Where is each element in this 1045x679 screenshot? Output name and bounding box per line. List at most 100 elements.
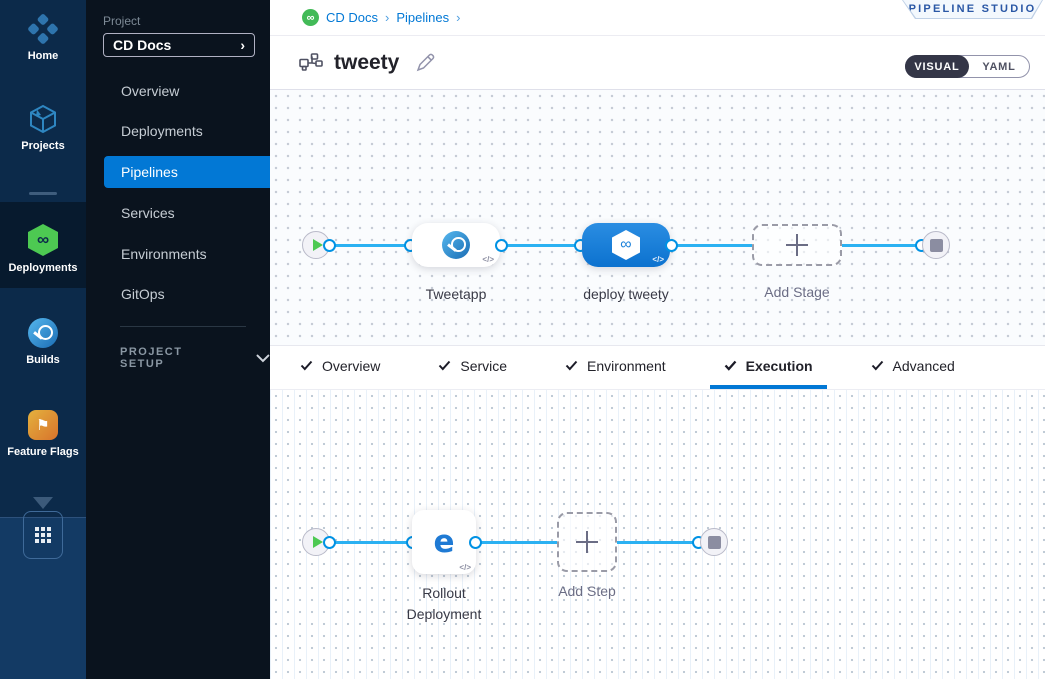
sidebar-item-overview[interactable]: Overview [104, 75, 270, 107]
cd-stage-icon: ∞ [612, 230, 640, 260]
module-picker-button[interactable] [23, 511, 63, 559]
edit-pencil-icon[interactable] [415, 52, 436, 73]
sidebar-item-label: Services [121, 205, 175, 221]
tab-overview[interactable]: Overview [286, 346, 394, 389]
execution-end-node[interactable] [700, 528, 728, 556]
sidebar-item-label: GitOps [121, 286, 165, 302]
connector-port[interactable] [665, 238, 678, 252]
rail-label: Builds [26, 354, 60, 366]
project-setup-toggle[interactable]: PROJECT SETUP [120, 346, 270, 370]
step-label: Rollout Deployment [406, 585, 482, 622]
infinity-glyph: ∞ [36, 230, 50, 249]
chevron-down-icon[interactable] [33, 497, 53, 509]
checkmark-icon [871, 360, 884, 371]
play-icon [312, 239, 323, 251]
connector-port[interactable] [323, 535, 336, 549]
chevron-right-icon: › [240, 37, 245, 53]
add-step-label: Add Step [558, 583, 616, 599]
step-node-rollout-deployment[interactable]: e </> [412, 510, 476, 574]
add-stage-button[interactable] [752, 224, 842, 266]
sidebar-divider [120, 326, 246, 327]
home-icon [28, 14, 58, 44]
breadcrumb-separator: › [385, 10, 390, 25]
pipeline-end-node[interactable] [922, 231, 950, 259]
sidebar-item-environments[interactable]: Environments [104, 238, 270, 270]
connector-port[interactable] [323, 238, 336, 252]
view-mode-toggle: VISUAL YAML [905, 55, 1030, 78]
project-section-label: Project [103, 14, 141, 28]
project-setup-label: PROJECT SETUP [120, 346, 183, 370]
toggle-yaml[interactable]: YAML [982, 60, 1016, 73]
rail-item-deployments[interactable]: ∞ Deployments [0, 202, 86, 288]
project-sidebar: Project CD Docs › Overview Deployments P… [86, 0, 270, 679]
tab-advanced[interactable]: Advanced [857, 346, 969, 389]
checkmark-icon [300, 360, 313, 371]
execution-canvas[interactable]: e </> Rollout Deployment Add Step [270, 390, 1045, 679]
sidebar-item-deployments[interactable]: Deployments [104, 115, 270, 147]
tab-label: Execution [745, 357, 813, 374]
sidebar-item-label: Pipelines [121, 164, 178, 180]
rail-label: Deployments [8, 262, 78, 274]
ci-stage-icon [442, 231, 470, 259]
breadcrumb-link-project[interactable]: CD Docs [326, 10, 379, 25]
builds-icon [28, 318, 58, 348]
sidebar-item-label: Deployments [121, 123, 203, 139]
rail-label: Feature Flags [7, 446, 79, 458]
sidebar-item-gitops[interactable]: GitOps [104, 278, 270, 310]
connector-port[interactable] [495, 238, 508, 252]
main-area: ∞ CD Docs › Pipelines › PIPELINE STUDIO … [270, 0, 1045, 679]
module-grid-icon [35, 527, 51, 543]
rollout-step-icon: e [433, 523, 455, 560]
breadcrumb-separator: › [456, 10, 461, 25]
rail-item-projects[interactable]: Projects [0, 98, 86, 152]
module-rail: Home Projects ∞ Deployments Builds ⚑ [0, 0, 86, 679]
rail-bottom-panel [0, 517, 86, 679]
stage-canvas[interactable]: </> ∞ </> Tweetapp d [270, 90, 1045, 345]
infinity-glyph: ∞ [620, 236, 632, 253]
plus-icon [576, 531, 598, 553]
connector-port[interactable] [469, 535, 482, 549]
tab-execution[interactable]: Execution [709, 346, 827, 389]
rail-divider [29, 192, 57, 195]
tab-environment[interactable]: Environment [551, 346, 680, 389]
sidebar-item-label: Overview [121, 83, 180, 99]
project-selector[interactable]: CD Docs › [103, 33, 255, 57]
stop-icon [929, 238, 943, 252]
stop-icon [707, 535, 721, 549]
chevron-down-icon [256, 354, 270, 362]
page-title: tweety [334, 50, 400, 74]
connector-line [502, 243, 582, 247]
checkmark-icon [724, 360, 737, 371]
toggle-visual[interactable]: VISUAL [905, 55, 969, 78]
add-step-button[interactable] [557, 512, 617, 572]
sidebar-item-services[interactable]: Services [104, 197, 270, 229]
tab-label: Advanced [892, 357, 955, 374]
connector-line [617, 540, 699, 544]
rail-label: Home [27, 50, 59, 62]
pipeline-studio-badge-text: PIPELINE STUDIO [903, 0, 1042, 18]
infinity-glyph: ∞ [306, 11, 315, 24]
rail-item-home[interactable]: Home [0, 8, 86, 62]
stage-label: Tweetapp [425, 286, 487, 302]
cd-module-icon: ∞ [302, 9, 319, 26]
play-icon [312, 536, 323, 548]
stage-config-tabs: Overview Service Environment Execution A… [270, 345, 1045, 390]
flag-glyph: ⚑ [36, 417, 50, 434]
breadcrumb-link-pipelines[interactable]: Pipelines [396, 10, 450, 25]
rail-item-feature-flags[interactable]: ⚑ Feature Flags [0, 404, 86, 458]
tab-label: Environment [587, 357, 666, 374]
execution-start-node[interactable] [302, 528, 330, 556]
connector-line [476, 540, 557, 544]
tab-service[interactable]: Service [424, 346, 521, 389]
connector-line [672, 243, 752, 247]
stage-node-tweetapp[interactable]: </> [412, 223, 500, 267]
deployments-icon: ∞ [28, 224, 58, 256]
stage-node-deploy-tweety[interactable]: ∞ </> [582, 223, 670, 267]
pipeline-studio-badge: PIPELINE STUDIO [902, 0, 1043, 19]
code-icon: </> [459, 563, 471, 572]
rail-label: Projects [21, 140, 65, 152]
sidebar-item-pipelines[interactable]: Pipelines [104, 156, 270, 188]
project-selector-value: CD Docs [113, 37, 172, 53]
rail-item-builds[interactable]: Builds [0, 312, 86, 366]
